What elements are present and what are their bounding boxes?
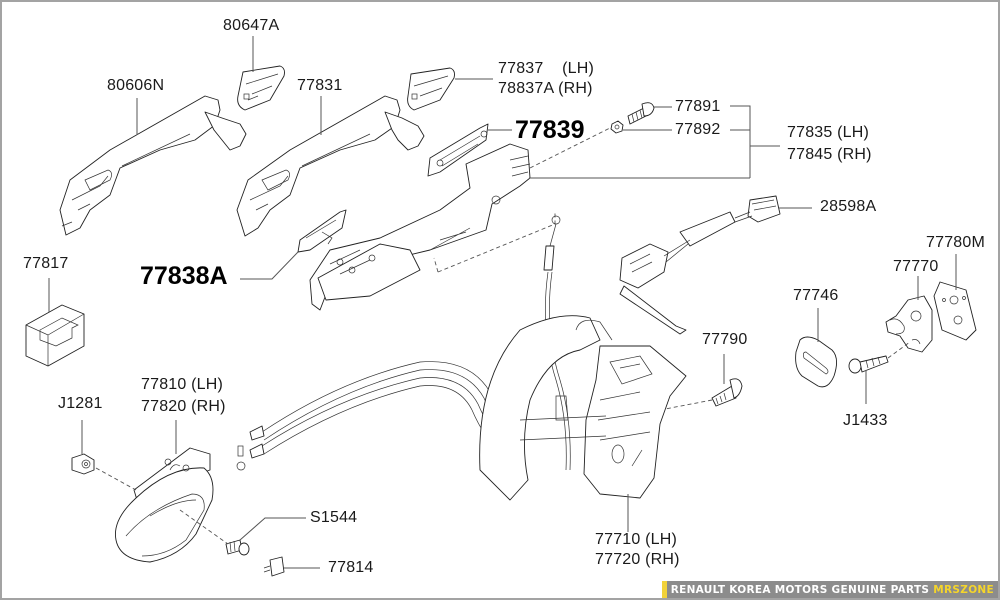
part-77837-escutcheon-cap[interactable] [407, 67, 455, 111]
label-77820-rh[interactable]: 77820 (RH) [141, 398, 226, 415]
part-77710-door-lock-assembly[interactable] [479, 315, 687, 501]
part-77839-handle-gasket[interactable] [427, 123, 489, 177]
label-77770[interactable]: 77770 [893, 258, 939, 275]
label-77831[interactable]: 77831 [297, 77, 343, 94]
part-28598A-wire-harness[interactable] [619, 195, 781, 335]
label-77780M[interactable]: 77780M [926, 234, 986, 251]
label-77839[interactable]: 77839 [515, 116, 585, 144]
dash-screw [179, 509, 229, 545]
label-77810-lh[interactable]: 77810 (LH) [141, 376, 224, 393]
part-77814-clip[interactable] [263, 556, 285, 577]
dash-clip [95, 467, 137, 491]
label-77838A[interactable]: 77838A [140, 262, 228, 290]
label-77835-lh[interactable]: 77835 (LH) [787, 124, 870, 141]
part-80606N-outside-handle[interactable] [59, 95, 247, 236]
label-J1281[interactable]: J1281 [58, 395, 103, 412]
footer-text: RENAULT KOREA MOTORS GENUINE PARTS [670, 583, 930, 596]
label-77837-lh[interactable]: 77837 (LH) [498, 60, 594, 77]
dash-nut [529, 127, 611, 169]
footer-banner: RENAULT KOREA MOTORS GENUINE PARTS MRSZO… [661, 581, 998, 598]
part-77810-inside-handle[interactable] [114, 447, 214, 563]
label-77814[interactable]: 77814 [328, 559, 374, 576]
part-J1281-clip[interactable] [71, 453, 95, 475]
part-77746-cover-plate[interactable] [795, 336, 837, 388]
part-77831-outside-handle[interactable] [236, 95, 425, 237]
leader-77838A [240, 251, 299, 280]
dash-striker [887, 341, 911, 359]
part-control-rod-and-cables[interactable] [236, 215, 571, 471]
label-77817[interactable]: 77817 [23, 255, 69, 272]
label-80647A[interactable]: 80647A [223, 17, 280, 34]
dash-latch [659, 399, 713, 411]
footer-brand: MRSZONE [933, 583, 994, 596]
label-80606N[interactable]: 80606N [107, 77, 165, 94]
part-J1433-screw[interactable] [848, 355, 889, 374]
label-77891[interactable]: 77891 [675, 98, 721, 115]
label-77720-rh[interactable]: 77720 (RH) [595, 551, 680, 568]
label-77892[interactable]: 77892 [675, 121, 721, 138]
part-77790-pin-bolt[interactable] [711, 378, 743, 407]
part-77817-pad[interactable] [25, 304, 85, 367]
part-77770-striker[interactable] [885, 295, 933, 353]
label-77710-lh[interactable]: 77710 (LH) [595, 531, 678, 548]
part-77835-handle-frame[interactable] [309, 143, 531, 311]
part-77891-bolt[interactable] [627, 102, 655, 125]
part-77838A-bracket[interactable] [297, 209, 347, 253]
label-77746[interactable]: 77746 [793, 287, 839, 304]
leader-S1544 [239, 517, 306, 541]
label-77790[interactable]: 77790 [702, 331, 748, 348]
label-77845-rh[interactable]: 77845 (RH) [787, 146, 872, 163]
part-S1544-screw[interactable] [225, 539, 250, 556]
bracket-77835 [730, 105, 780, 178]
part-77892-nut[interactable] [610, 120, 624, 134]
label-S1544[interactable]: S1544 [310, 509, 358, 526]
part-80647A-escutcheon-cap[interactable] [237, 65, 285, 111]
label-J1433[interactable]: J1433 [843, 412, 888, 429]
part-77780M-shim-plate[interactable] [933, 281, 977, 341]
label-28598A[interactable]: 28598A [820, 198, 877, 215]
label-78837A-rh[interactable]: 78837A (RH) [498, 80, 593, 97]
